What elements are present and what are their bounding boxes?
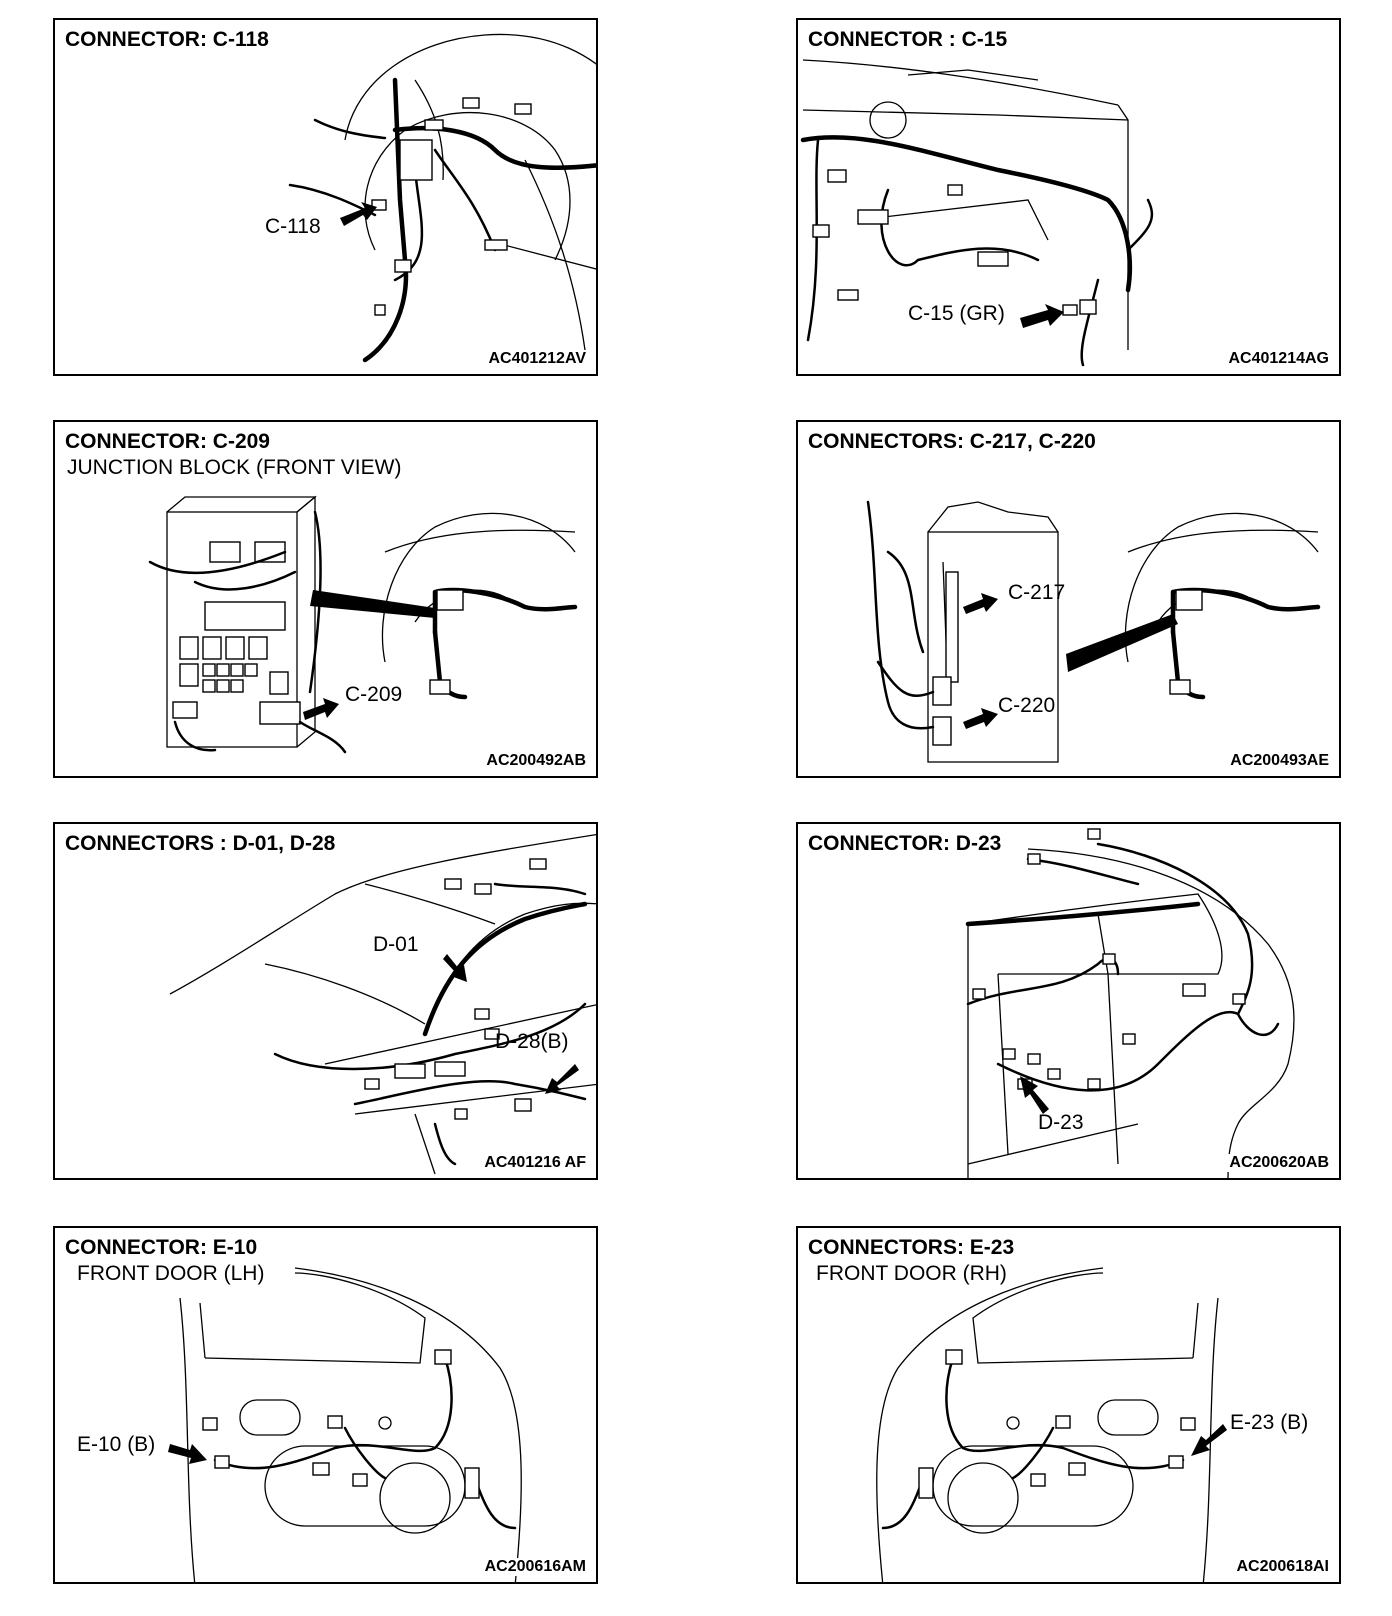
callout-d23: D-23 [1038, 1111, 1084, 1134]
panel-title: CONNECTOR : C-15 [808, 28, 1008, 51]
panel-connector-e23: CONNECTORS: E-23 FRONT DOOR (RH) E-23 (B… [796, 1226, 1341, 1584]
callout-c220: C-220 [998, 694, 1056, 717]
figure-code: AC401212AV [484, 350, 586, 368]
panel-subtitle: FRONT DOOR (RH) [816, 1262, 1007, 1285]
dashboard-harness-illustration [800, 59, 1154, 367]
figure-code: AC200492AB [482, 752, 586, 770]
callout-e10: E-10 (B) [77, 1433, 156, 1456]
panel-title: CONNECTORS : D-01, D-28 [65, 832, 336, 855]
figure-code: AC200620AB [1225, 1154, 1329, 1172]
callout-d28: D-28(B) [495, 1030, 569, 1053]
callout-c209: C-209 [345, 683, 403, 706]
figure-code: AC401216 AF [480, 1154, 586, 1172]
panel-title: CONNECTORS: C-217, C-220 [808, 430, 1096, 453]
figure-code: AC401214AG [1224, 350, 1329, 368]
panel-title: CONNECTOR: E-10 [65, 1236, 258, 1259]
panel-connectors-c217-c220: CONNECTORS: C-217, C-220 C-217 C-220 AC2… [796, 420, 1341, 778]
front-door-lh-illustration [168, 1267, 522, 1582]
panel-connector-c209: CONNECTOR: C-209 JUNCTION BLOCK (FRONT V… [53, 420, 598, 778]
panel-subtitle: FRONT DOOR (LH) [77, 1262, 265, 1285]
panel-connectors-d01-d28: CONNECTORS : D-01, D-28 D-01 D-28(B) AC4… [53, 822, 598, 1180]
figure-code: AC200493AE [1226, 752, 1329, 770]
callout-d01: D-01 [373, 933, 419, 956]
panel-connector-c118: CONNECTOR: C-118 C-118 AC401212AV [53, 18, 598, 376]
panel-connector-e10: CONNECTOR: E-10 FRONT DOOR (LH) E-10 (B)… [53, 1226, 598, 1584]
panel-connector-c15: CONNECTOR : C-15 C-15 (GR) AC401214AG [796, 18, 1341, 376]
figure-code: AC200616AM [480, 1558, 586, 1576]
panel-title: CONNECTORS: E-23 [808, 1236, 1015, 1259]
callout-c217: C-217 [1008, 581, 1066, 604]
panel-subtitle: JUNCTION BLOCK (FRONT VIEW) [67, 456, 402, 479]
callout-c118: C-118 [265, 215, 321, 238]
vehicle-body-illustration [169, 833, 596, 1175]
panel-title: CONNECTOR: C-118 [65, 28, 269, 51]
control-unit-illustration [866, 500, 1321, 763]
panel-title: CONNECTOR: D-23 [808, 832, 1002, 855]
panel-connector-d23: CONNECTOR: D-23 D-23 AC200620AB [796, 822, 1341, 1180]
front-door-rh-illustration [876, 1267, 1227, 1582]
panel-title: CONNECTOR: C-209 [65, 430, 270, 453]
figure-code: AC200618AI [1232, 1558, 1329, 1576]
callout-c15: C-15 (GR) [908, 302, 1005, 325]
callout-e23: E-23 (B) [1230, 1411, 1309, 1434]
rear-quarter-illustration [965, 828, 1295, 1178]
junction-block-illustration [148, 495, 578, 754]
dashboard-harness-illustration [288, 33, 596, 363]
fuse-grid [179, 636, 289, 695]
